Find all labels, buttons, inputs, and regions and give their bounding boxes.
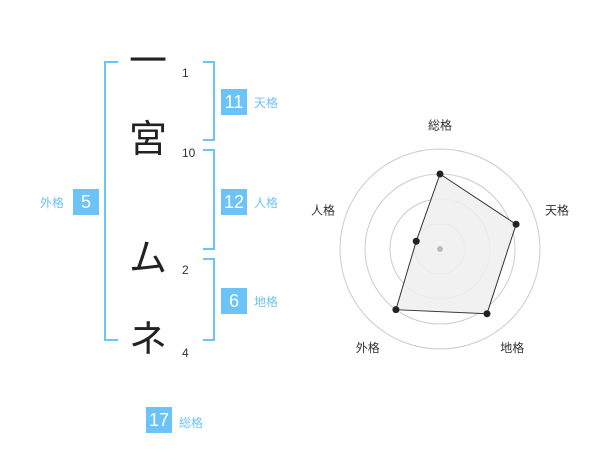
jinkaku-value-badge: 12 (221, 189, 247, 215)
chikaku-label: 地格 (254, 295, 279, 309)
radar-point-1 (436, 170, 444, 178)
radar-point-3 (483, 310, 491, 318)
stroke-count-2: 10 (182, 146, 196, 160)
chikaku-bracket (203, 258, 215, 341)
gaikaku-value-badge: 5 (73, 189, 99, 215)
soukaku-value-badge: 17 (146, 407, 172, 433)
name-char-1: 一 (128, 39, 167, 83)
radar-point-4 (392, 306, 400, 314)
stroke-count-4: 4 (182, 346, 189, 360)
tenkaku-bracket (203, 61, 215, 141)
stroke-count-3: 2 (182, 263, 189, 277)
stroke-count-1: 1 (182, 66, 189, 80)
radar-point-2 (512, 220, 520, 228)
name-char-3: ム (128, 236, 167, 280)
radar-axis-label-5: 人格 (311, 203, 335, 218)
radar-data-polygon (395, 173, 517, 315)
jinkaku-bracket (203, 149, 215, 250)
radar-axis-label-3: 地格 (500, 340, 524, 355)
radar-axis-label-1: 総格 (428, 118, 452, 133)
gaikaku-label: 外格 (40, 196, 65, 210)
radar-center-dot (437, 246, 443, 252)
radar-axis-label-4: 外格 (356, 340, 380, 355)
tenkaku-value-badge: 11 (221, 89, 247, 115)
radar-point-5 (412, 237, 420, 245)
chikaku-value-badge: 6 (221, 288, 247, 314)
jinkaku-label: 人格 (254, 196, 279, 210)
radar-ring-4 (339, 148, 541, 350)
gaikaku-bracket (104, 61, 118, 341)
name-char-2: 宮 (128, 117, 167, 161)
soukaku-label: 総格 (179, 416, 204, 430)
name-char-4: ネ (128, 317, 167, 361)
radar-data-layer (392, 170, 520, 318)
radar-axis-label-2: 天格 (545, 203, 569, 218)
tenkaku-label: 天格 (254, 96, 279, 110)
